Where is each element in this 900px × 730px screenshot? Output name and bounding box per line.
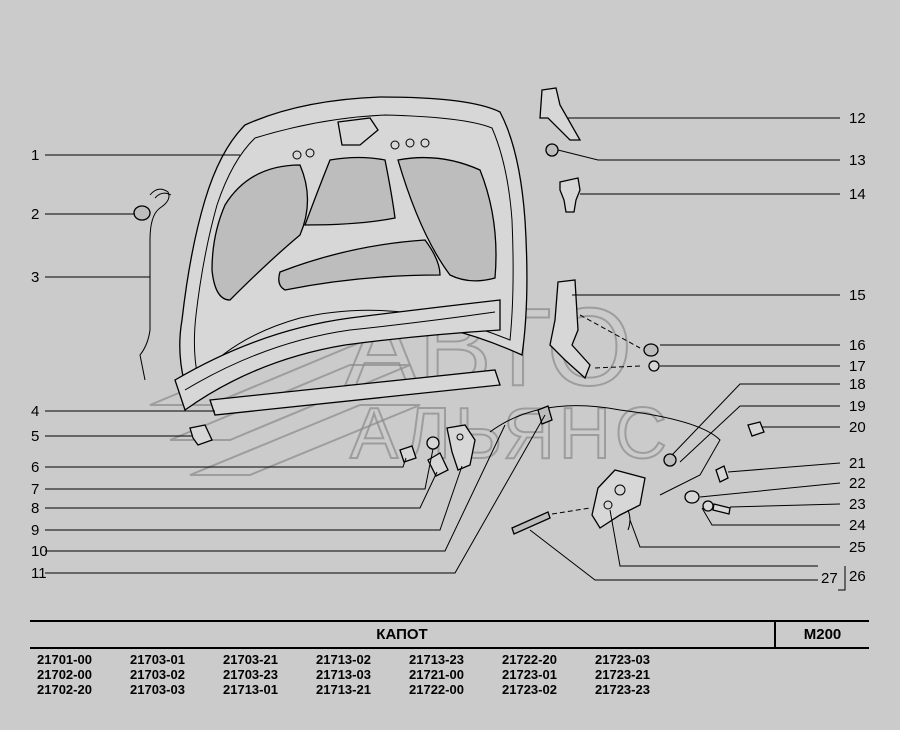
model-code: 21723-21 xyxy=(595,667,650,682)
page-title: КАПОТ xyxy=(30,622,776,647)
callout-21: 21 xyxy=(849,455,866,472)
callout-labels: 1 2 3 4 5 6 7 8 9 10 11 12 13 14 15 16 1… xyxy=(31,110,866,587)
callout-13: 13 xyxy=(849,152,866,169)
model-code: 21723-02 xyxy=(502,682,557,697)
model-code: 21713-01 xyxy=(223,682,278,697)
callout-18: 18 xyxy=(849,376,866,393)
model-code: 21702-00 xyxy=(37,667,92,682)
model-code: 21701-00 xyxy=(37,652,92,667)
callout-20: 20 xyxy=(849,419,866,436)
callout-27: 27 xyxy=(821,570,838,587)
model-code: 21713-21 xyxy=(316,682,371,697)
callout-10: 10 xyxy=(31,543,48,560)
model-code: 21722-00 xyxy=(409,682,464,697)
callout-19: 19 xyxy=(849,398,866,415)
callout-23: 23 xyxy=(849,496,866,513)
model-code: 21722-20 xyxy=(502,652,557,667)
section-code: M200 xyxy=(803,626,842,643)
hood-seal xyxy=(209,369,501,416)
leader-lines xyxy=(45,117,846,591)
callout-25: 25 xyxy=(849,539,866,556)
callout-6: 6 xyxy=(31,459,39,476)
seal-clip xyxy=(189,424,213,446)
callout-4: 4 xyxy=(31,403,39,420)
model-code: 21723-23 xyxy=(595,682,650,697)
callout-8: 8 xyxy=(31,500,39,517)
hood-catch-assembly xyxy=(399,424,476,477)
model-code: 21721-00 xyxy=(409,667,464,682)
callout-1: 1 xyxy=(31,147,39,164)
release-cable xyxy=(489,405,721,496)
callout-17: 17 xyxy=(849,358,866,375)
model-code: 21723-01 xyxy=(502,667,557,682)
model-list: 21701-00 21703-01 21703-21 21713-02 21713-23… xyxy=(37,652,688,697)
callout-14: 14 xyxy=(849,186,866,203)
callout-26: 26 xyxy=(849,568,866,585)
model-code: 21703-01 xyxy=(130,652,185,667)
callout-2: 2 xyxy=(31,206,39,223)
callout-5: 5 xyxy=(31,428,39,445)
callout-9: 9 xyxy=(31,522,39,539)
callout-24: 24 xyxy=(849,517,866,534)
watermark-line-2: АЛЬЯНС xyxy=(350,394,671,474)
model-code: 21713-02 xyxy=(316,652,371,667)
hood-hinge xyxy=(549,279,660,380)
callout-7: 7 xyxy=(31,481,39,498)
model-code: 21713-03 xyxy=(316,667,371,682)
model-code: 21703-21 xyxy=(223,652,278,667)
model-code: 21702-20 xyxy=(37,682,92,697)
callout-12: 12 xyxy=(849,110,866,127)
callout-16: 16 xyxy=(849,337,866,354)
model-code: 21723-03 xyxy=(595,652,650,667)
model-code: 21713-23 xyxy=(409,652,464,667)
hood-panel xyxy=(174,96,528,412)
model-code: 21703-23 xyxy=(223,667,278,682)
model-code: 21703-02 xyxy=(130,667,185,682)
hood-prop-rod xyxy=(139,188,172,381)
rod-grommet xyxy=(133,205,151,221)
callout-15: 15 xyxy=(849,287,866,304)
title-bar: КАПОТ M200 xyxy=(30,620,869,649)
callout-22: 22 xyxy=(849,475,866,492)
callout-3: 3 xyxy=(31,269,39,286)
callout-11: 11 xyxy=(31,565,47,582)
hood-lock-assembly xyxy=(511,421,765,535)
model-code: 21703-03 xyxy=(130,682,185,697)
upper-stop-assembly xyxy=(539,87,582,213)
